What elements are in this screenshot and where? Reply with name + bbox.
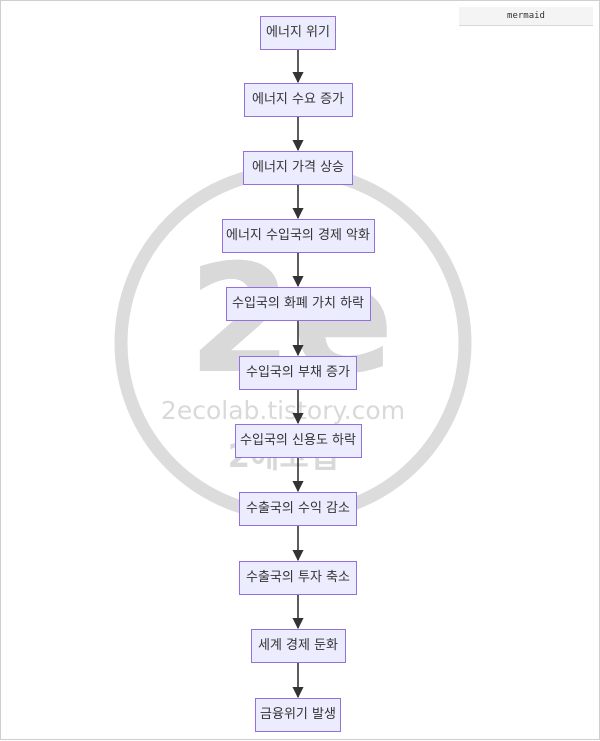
flow-node-6: 수입국의 부채 증가 (239, 356, 357, 390)
flow-node-9: 수출국의 투자 축소 (239, 561, 357, 595)
flow-node-1: 에너지 위기 (260, 16, 336, 50)
flow-node-7: 수입국의 신용도 하락 (234, 424, 362, 458)
flow-node-11: 금융위기 발생 (255, 698, 341, 732)
mermaid-tag: mermaid (459, 7, 593, 26)
flow-node-5: 수입국의 화폐 가치 하락 (225, 287, 371, 321)
flow-node-3: 에너지 가격 상승 (243, 151, 353, 185)
flow-node-2: 에너지 수요 증가 (243, 83, 353, 117)
flow-node-10: 세계 경제 둔화 (250, 629, 346, 663)
flow-node-8: 수출국의 수익 감소 (239, 492, 357, 526)
flow-node-4: 에너지 수입국의 경제 악화 (221, 219, 375, 253)
